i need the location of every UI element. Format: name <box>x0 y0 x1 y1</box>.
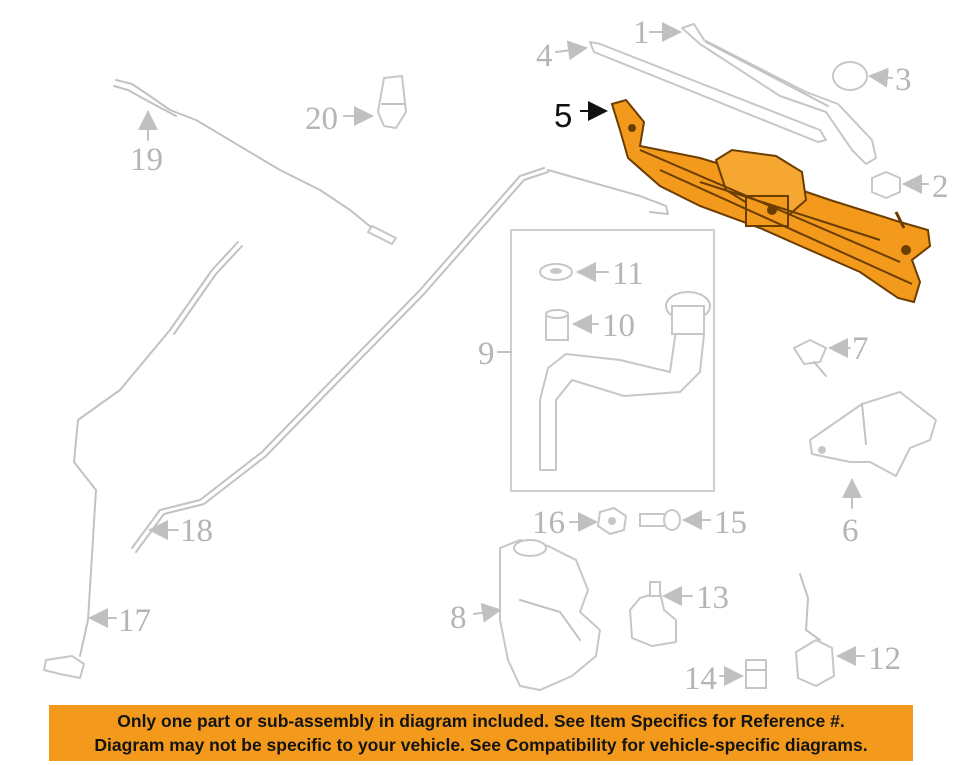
callout-1: 1 <box>633 15 650 51</box>
bracket-part <box>809 391 937 477</box>
connector-part <box>377 75 407 129</box>
disclaimer-banner: Only one part or sub-assembly in diagram… <box>49 705 913 761</box>
callout-19: 19 <box>130 142 163 178</box>
disclaimer-line-1: Only one part or sub-assembly in diagram… <box>117 711 845 731</box>
callout-5: 5 <box>554 97 572 134</box>
callout-15: 15 <box>714 505 747 541</box>
callout-18: 18 <box>180 513 213 549</box>
callout-4-arrow <box>555 40 588 61</box>
callout-3-arrow <box>868 67 893 88</box>
wiper-blade-part <box>589 41 827 143</box>
callout-13: 13 <box>696 580 729 616</box>
disclaimer-line-2: Diagram may not be specific to your vehi… <box>94 735 868 755</box>
callout-2: 2 <box>932 169 949 205</box>
callout-8: 8 <box>450 600 467 636</box>
wiper-linkage-motor-assembly <box>610 98 932 304</box>
screw-part <box>639 509 681 531</box>
washer-reservoir-part <box>499 539 601 691</box>
bolt-part <box>793 339 827 377</box>
callout-3: 3 <box>895 62 912 98</box>
nut-small-part <box>597 507 627 535</box>
washer-hose-rear-part <box>43 241 243 679</box>
washer-tube-part <box>131 167 669 553</box>
callout-17: 17 <box>118 603 151 639</box>
callout-6: 6 <box>842 513 859 549</box>
callout-4: 4 <box>536 38 553 74</box>
wiper-arm-part <box>681 23 877 165</box>
filler-neck-box <box>510 229 715 492</box>
callout-7: 7 <box>852 331 869 367</box>
washer-hose-upper-part <box>113 79 397 245</box>
washer-pump-part <box>629 581 677 647</box>
callout-12: 12 <box>868 641 901 677</box>
callout-16: 16 <box>532 505 565 541</box>
nut-part <box>871 171 901 199</box>
cap-part <box>832 61 868 91</box>
callout-14: 14 <box>684 661 717 697</box>
callout-10: 10 <box>602 308 635 344</box>
callout-20: 20 <box>305 101 338 137</box>
grommet-part <box>545 309 569 341</box>
callout-9: 9 <box>478 336 495 372</box>
seal-part <box>539 263 573 281</box>
callout-11: 11 <box>612 256 644 292</box>
connector-clip-part <box>745 659 767 689</box>
callout-8-arrow <box>473 602 502 623</box>
rear-pump-part <box>795 573 835 687</box>
